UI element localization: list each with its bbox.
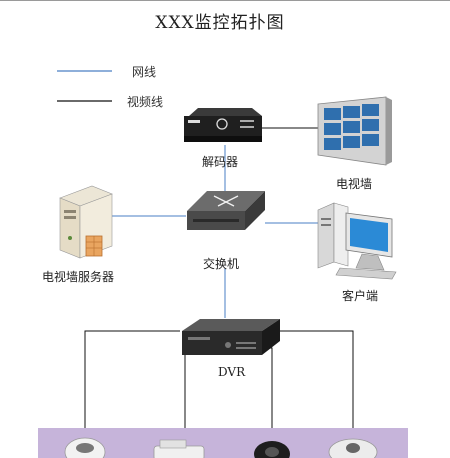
switch-device: [187, 191, 265, 230]
link-dvr-camera-1: [84, 330, 180, 436]
wall-server-device: [59, 185, 113, 259]
client-label: 客户端: [342, 289, 379, 303]
video-wall-screens: [324, 104, 379, 150]
legend-network-label: 网线: [132, 65, 157, 79]
wall-server-label: 电视墙服务器: [42, 270, 115, 284]
link-dvr-camera-4: [278, 330, 354, 436]
link-dvr-camera-3: [260, 347, 273, 436]
frame-border: [0, 0, 450, 1]
dvr-device: [182, 319, 280, 355]
link-dvr-camera-2: [184, 347, 195, 436]
video-wall-label: 电视墙: [336, 177, 373, 191]
legend-video-label: 视频线: [127, 95, 164, 109]
video-wall-device: [317, 96, 392, 166]
decoder-label: 解码器: [202, 155, 239, 169]
camera-4: [328, 438, 378, 458]
switch-label: 交换机: [203, 257, 240, 271]
diagram-title: XXX监控拓扑图: [155, 13, 285, 33]
dvr-label: DVR: [218, 365, 246, 379]
client-device: [317, 202, 397, 280]
camera-3: [254, 441, 290, 458]
camera-2: [153, 439, 205, 458]
camera-1: [64, 437, 106, 458]
decoder-device: [184, 108, 262, 142]
